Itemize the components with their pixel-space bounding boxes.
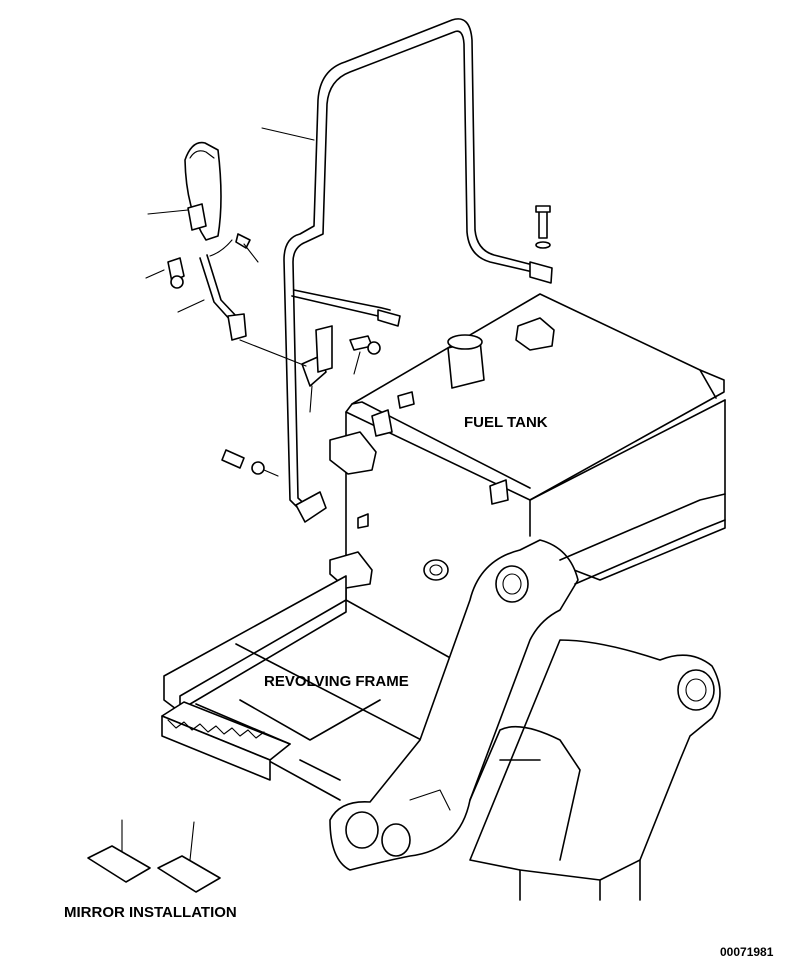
revolving-frame (161, 575, 461, 801)
fuel-tank (329, 293, 726, 661)
revolving-frame-label: REVOLVING FRAME (264, 673, 409, 690)
mirror-assembly (167, 141, 251, 341)
drawing-number: 00071981 (720, 945, 774, 959)
fasteners (221, 205, 551, 475)
mirror-installation-label: MIRROR INSTALLATION (64, 904, 237, 921)
leader-lines (145, 127, 361, 477)
mirror-plates (87, 819, 221, 893)
handrail (283, 18, 553, 523)
fuel-tank-label: FUEL TANK (464, 414, 548, 431)
boom-bracket (329, 493, 726, 901)
